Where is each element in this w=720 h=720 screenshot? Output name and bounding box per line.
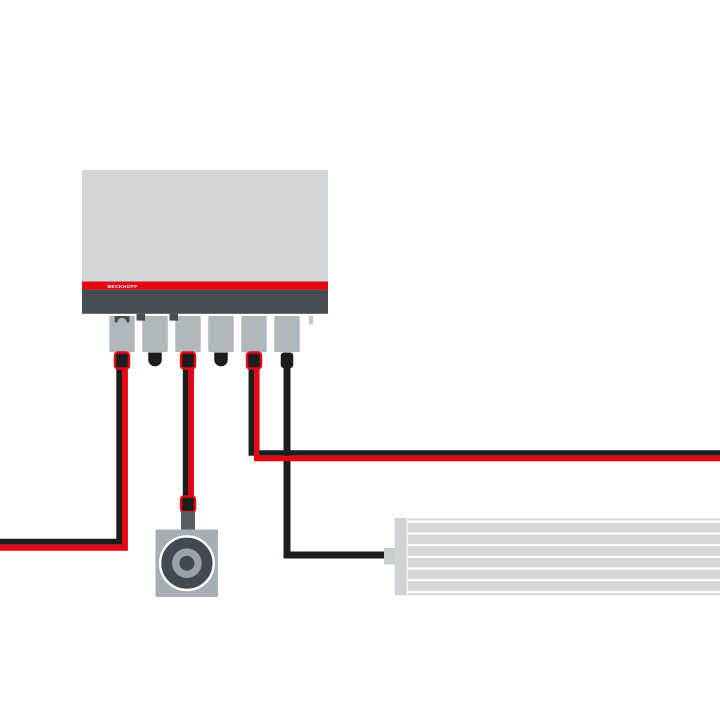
mount-tab-1	[136, 313, 145, 321]
bar-light-connector-stub	[384, 548, 395, 565]
cables	[0, 364, 720, 559]
mount-tab-2	[169, 313, 178, 321]
connector-port-1	[109, 316, 135, 352]
m8-plug-black-6	[280, 352, 294, 368]
cable-black-to-bar-light	[283, 364, 387, 559]
camera-device	[155, 495, 218, 597]
connector-port-4	[208, 316, 234, 352]
controller-housing	[82, 170, 328, 282]
camera-lens-ring	[158, 535, 215, 592]
sealing-cap-2	[148, 352, 162, 367]
sealing-cap-4	[214, 352, 228, 367]
m8-plug-red-1	[113, 351, 131, 370]
bar-light-end-cap	[394, 518, 407, 596]
bar-light-device	[384, 518, 720, 596]
cable-pair-right-red	[254, 364, 720, 462]
cable-pair-left-black	[0, 364, 123, 545]
connector-port-6	[274, 316, 300, 352]
bar-light-bottom-edge	[407, 593, 720, 596]
connector-1-keyway-arch	[117, 317, 127, 328]
bar-light-top-edge	[407, 518, 720, 521]
bar-light-fins	[407, 522, 720, 593]
camera-lens-center	[179, 555, 195, 571]
cable-pair-left-red	[0, 364, 128, 551]
io-controller: BECKHOFF	[82, 170, 328, 325]
io-connectors	[109, 316, 300, 352]
connector-port-2	[142, 316, 168, 352]
m8-plug-red-3	[179, 351, 197, 370]
camera-plug	[179, 495, 197, 514]
connector-port-3	[175, 316, 201, 352]
brand-label: BECKHOFF	[108, 284, 138, 290]
brand-stripe	[82, 281, 328, 290]
cable-pair-right-black	[248, 364, 720, 456]
connector-port-5	[241, 316, 267, 352]
controller-base-band	[82, 289, 328, 314]
mount-tab-right	[308, 316, 314, 325]
m8-plug-red-5	[245, 351, 263, 370]
plugs	[113, 351, 294, 370]
camera-connector-stub	[181, 511, 195, 530]
